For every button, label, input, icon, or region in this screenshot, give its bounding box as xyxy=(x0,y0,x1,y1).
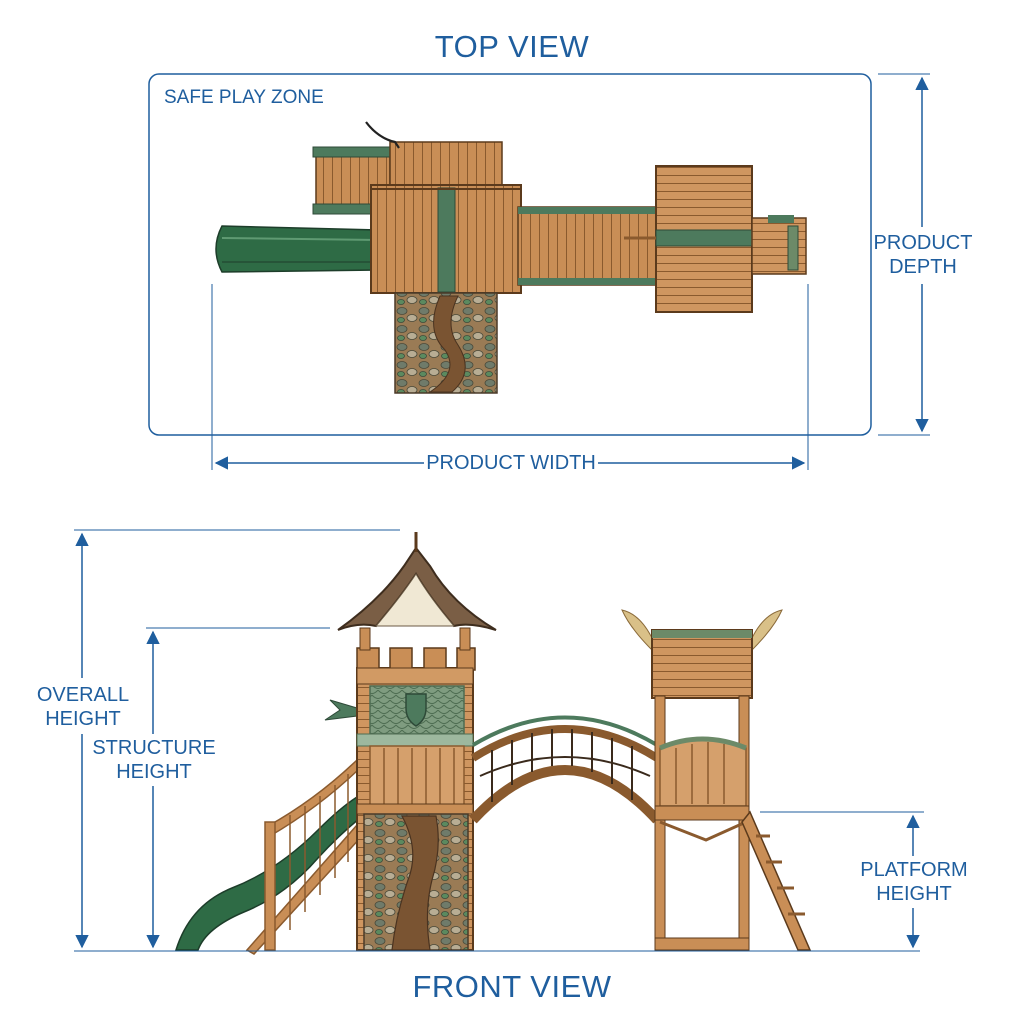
safe-play-zone-boundary xyxy=(148,73,872,436)
bridge-top xyxy=(517,206,657,286)
top-view xyxy=(148,73,930,470)
second-tower-front xyxy=(621,609,812,951)
platform-height-label: PLATFORM HEIGHT xyxy=(860,859,968,905)
tower-railing xyxy=(369,745,465,807)
tree-trunk xyxy=(391,815,439,951)
structure-height-dimension xyxy=(146,627,330,949)
safe-play-zone-label: SAFE PLAY ZONE xyxy=(164,87,324,108)
product-depth-label: PRODUCT DEPTH xyxy=(873,232,973,278)
structure-height-label: STRUCTURE HEIGHT xyxy=(92,737,216,783)
product-width-label: PRODUCT WIDTH xyxy=(426,452,596,474)
stair-rail xyxy=(245,758,363,955)
tower-flag xyxy=(324,699,358,721)
side-ladder xyxy=(741,810,812,951)
depth-dimension xyxy=(878,73,930,436)
telescope-cord xyxy=(365,121,400,149)
overall-height-dimension xyxy=(74,529,400,949)
platform-height-dimension xyxy=(760,811,924,949)
slide-top xyxy=(215,225,379,273)
shield-icon xyxy=(405,693,427,727)
front-view-title: FRONT VIEW xyxy=(412,969,612,1004)
rope-bridge xyxy=(469,715,661,824)
overall-height-label: OVERALL HEIGHT xyxy=(36,684,130,730)
playset-top-plan xyxy=(215,121,807,394)
front-view xyxy=(74,529,924,955)
top-view-title: TOP VIEW xyxy=(434,29,590,64)
battlements xyxy=(356,647,476,671)
width-dimension xyxy=(211,284,809,470)
